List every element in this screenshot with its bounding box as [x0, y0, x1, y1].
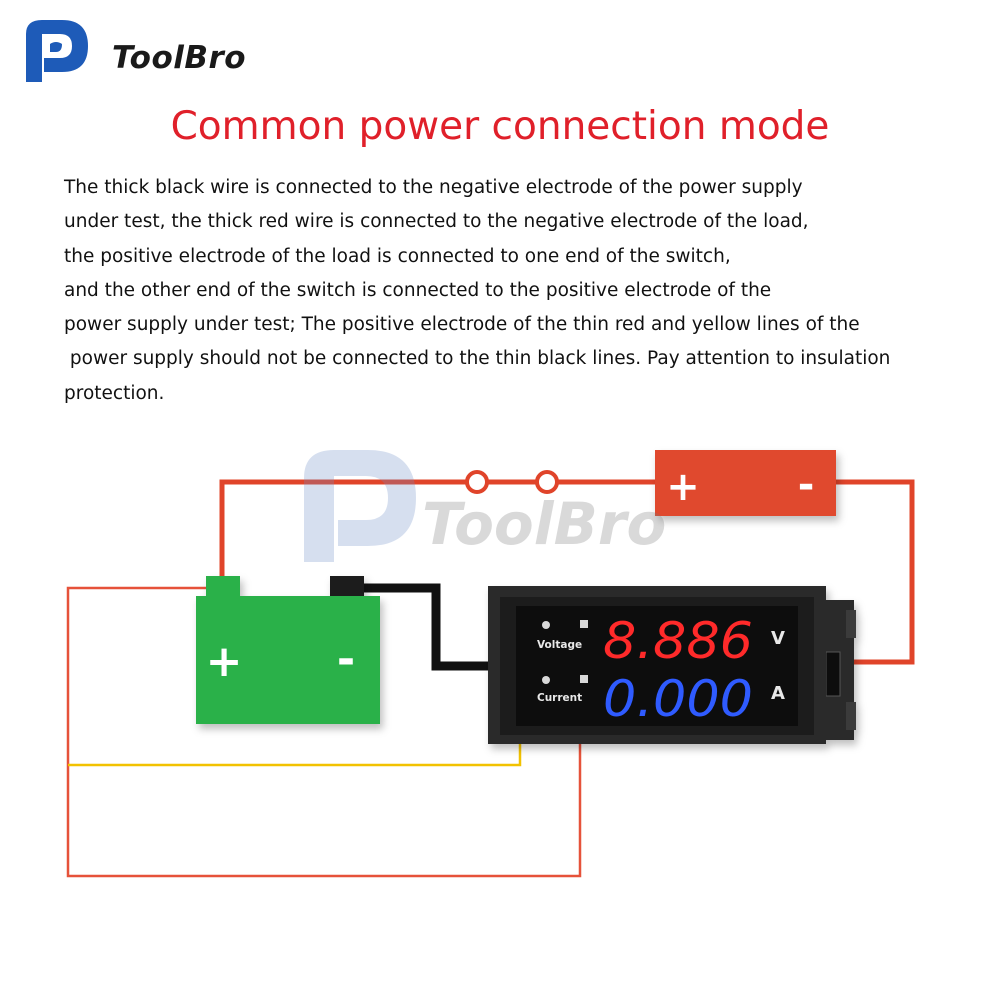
description-line: the positive electrode of the load is co… — [64, 245, 731, 267]
brand-name: ToolBro — [112, 40, 247, 76]
load-plus-label: + — [666, 464, 700, 510]
voltage-reading: 8.886 — [603, 612, 753, 670]
load-block — [655, 450, 836, 516]
thick-red-wire — [219, 479, 466, 582]
current-reading: 0.000 — [603, 670, 753, 728]
battery — [196, 576, 380, 724]
indicator-light — [542, 676, 550, 684]
thick-red-wire — [836, 479, 915, 665]
current-label: Current — [537, 692, 582, 704]
description-line: under test, the thick red wire is connec… — [64, 211, 809, 233]
battery-plus-label: + — [206, 636, 243, 687]
voltage-unit: V — [771, 628, 785, 649]
description-line: protection. — [64, 382, 165, 404]
description-line: The thick black wire is connected to the… — [64, 177, 803, 198]
panel-meter — [488, 586, 856, 744]
switch-contact — [535, 470, 559, 494]
switch-contact — [465, 470, 489, 494]
indicator-light — [542, 621, 550, 629]
current-unit: A — [771, 683, 785, 704]
description-line: power supply should not be connected to … — [64, 348, 891, 370]
thick-black-wire — [350, 583, 500, 671]
load-minus-label: - — [798, 462, 815, 508]
description-line: power supply under test; The positive el… — [64, 314, 860, 336]
description: The thick black wire is connected to the… — [64, 171, 964, 411]
indicator-light — [580, 675, 588, 683]
battery-minus-label: - — [337, 634, 355, 685]
brand-mark-icon — [26, 20, 88, 82]
indicator-light — [580, 620, 588, 628]
page-title: Common power connection mode — [170, 104, 830, 149]
voltage-label: Voltage — [537, 639, 582, 651]
brand-logo: ToolBro — [16, 14, 256, 88]
wiring-diagram: + - + - Voltage Current 8.886 0.000 V A — [66, 450, 915, 878]
description-line: and the other end of the switch is conne… — [64, 279, 772, 301]
